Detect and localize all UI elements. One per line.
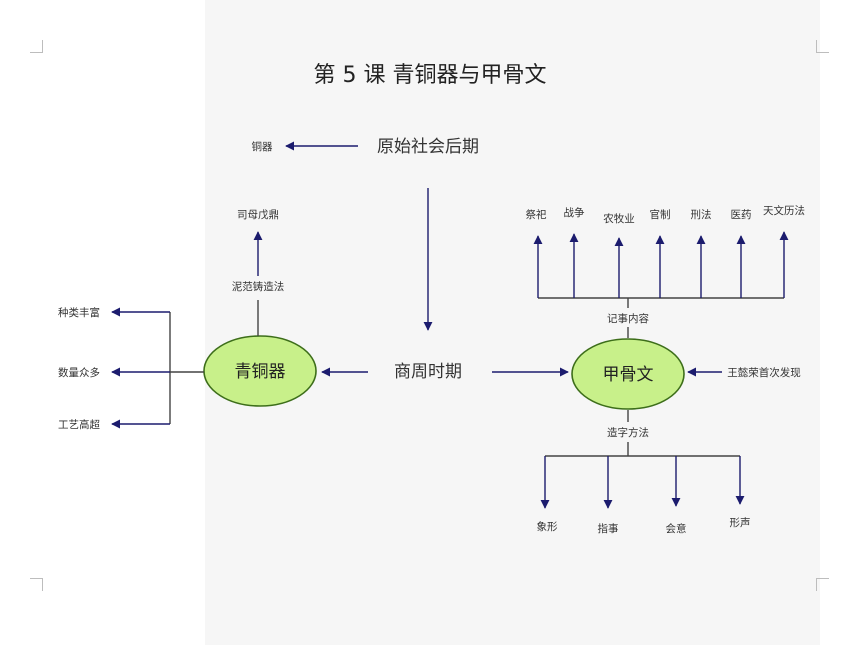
oracle-ellipse: [571, 338, 685, 410]
feature-quantity: 数量众多: [58, 366, 100, 379]
node-copper: 铜器: [252, 141, 273, 153]
method-pictograph: 象形: [537, 521, 558, 533]
node-primitive-late: 原始社会后期: [377, 137, 479, 157]
crop-mark-bottom-right: [816, 578, 829, 591]
label-method: 造字方法: [607, 426, 649, 439]
label-discoverer: 王懿荣首次发现: [727, 366, 801, 379]
node-oracle: 甲骨文: [603, 365, 654, 385]
content-medicine: 医药: [731, 209, 752, 221]
feature-variety: 种类丰富: [58, 306, 100, 319]
bronze-ellipse: [203, 335, 317, 407]
feature-craft: 工艺高超: [58, 418, 100, 431]
crop-mark-bottom-left: [30, 578, 43, 591]
content-arrows: [533, 231, 789, 298]
crop-mark-top-left: [30, 40, 43, 53]
node-shang-zhou: 商周时期: [394, 362, 462, 382]
crop-mark-top-right: [816, 40, 829, 53]
content-agriculture: 农牧业: [603, 212, 635, 225]
label-casting-method: 泥范铸造法: [232, 280, 285, 293]
content-sacrifice: 祭祀: [526, 208, 547, 221]
method-indicative: 指事: [598, 522, 619, 535]
content-war: 战争: [564, 206, 585, 219]
method-compound: 会意: [666, 522, 687, 535]
content-law: 刑法: [691, 208, 712, 221]
page-panel: [205, 0, 820, 645]
label-content: 记事内容: [607, 312, 649, 325]
label-representative: 司母戊鼎: [237, 209, 279, 221]
method-phono-semantic: 形声: [730, 516, 751, 529]
content-officials: 官制: [650, 208, 671, 221]
method-arrows: [540, 456, 745, 509]
page-title: 第 5 课 青铜器与甲骨文: [314, 63, 547, 88]
content-astronomy: 天文历法: [763, 204, 805, 217]
node-bronze: 青铜器: [235, 362, 286, 382]
